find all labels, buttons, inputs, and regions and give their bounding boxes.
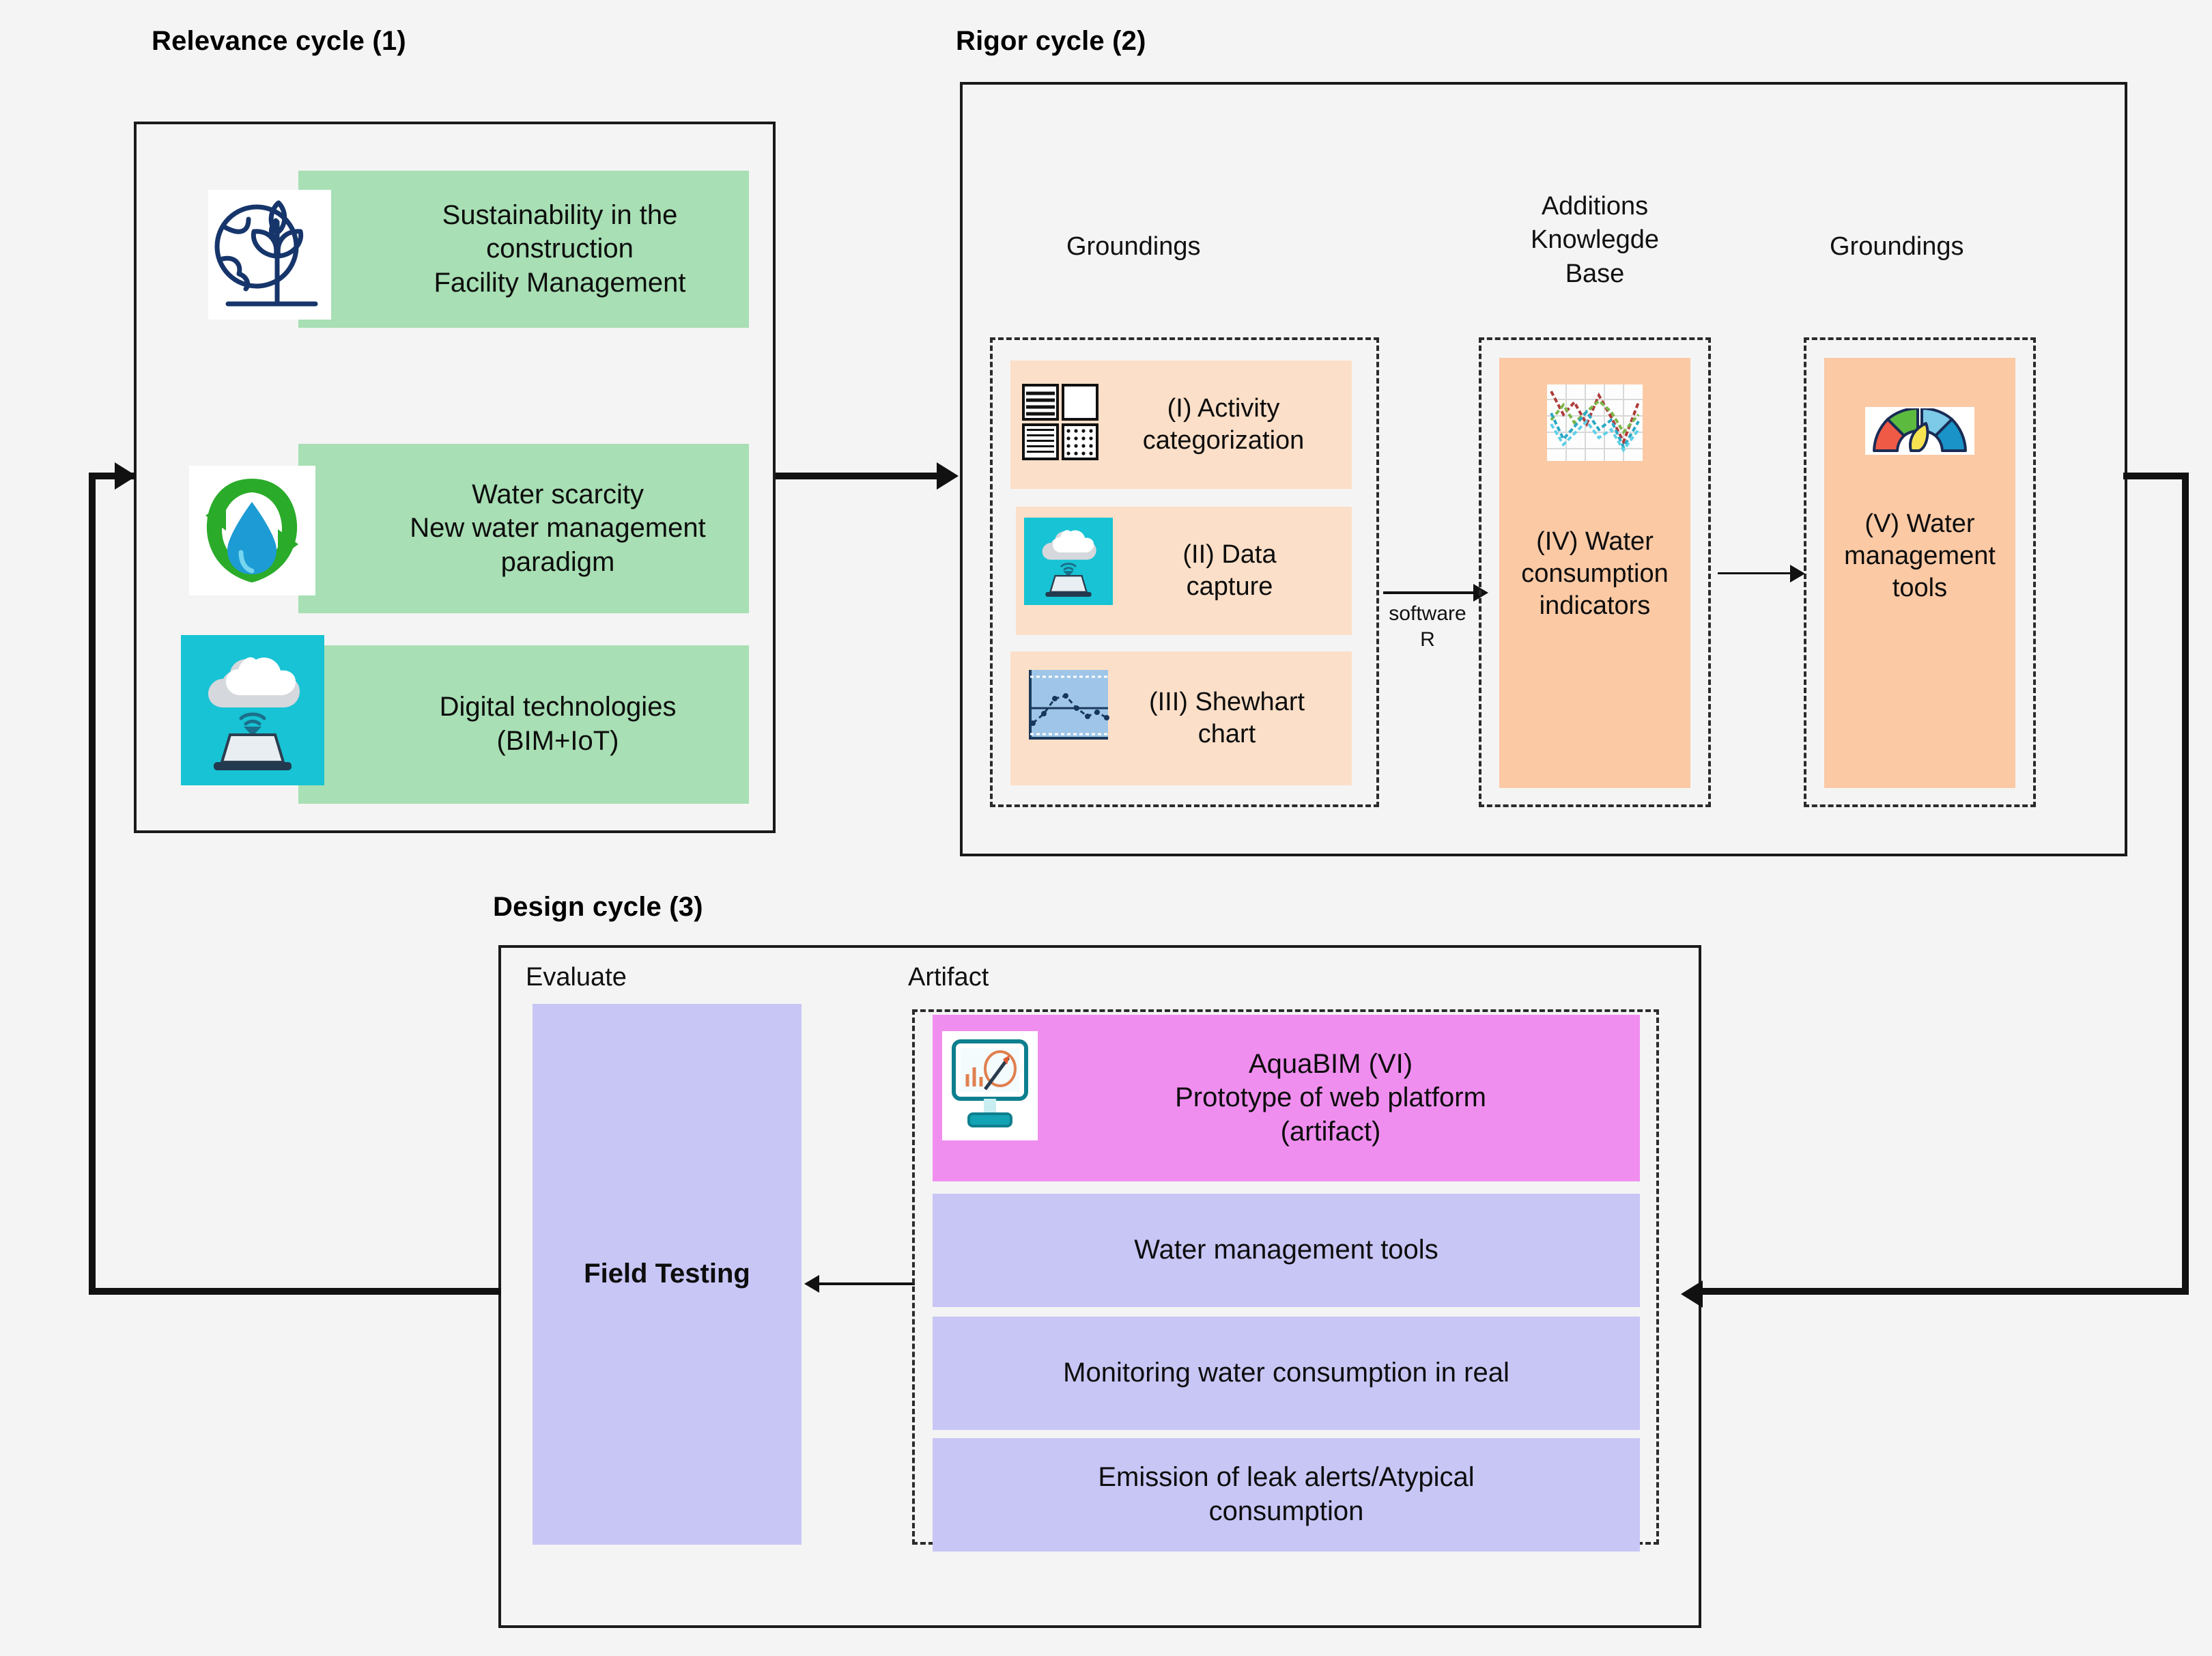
- relevance-card-sustainability-label: Sustainability in the construction Facil…: [434, 199, 686, 298]
- rigor-cycle-title: Rigor cycle (2): [956, 26, 1146, 56]
- design-card-water-management-tools-label: Water management tools: [1134, 1235, 1438, 1265]
- relevance-cycle-title: Relevance cycle (1): [152, 26, 406, 56]
- design-card-aquabim[interactable]: AquaBIM (VI) Prototype of web platform (…: [933, 1015, 1640, 1181]
- software-r-arrow-line: [1383, 591, 1475, 594]
- rigor-card-water-consumption-indicators[interactable]: (IV) Water consumption indicators: [1499, 358, 1690, 788]
- design-card-aquabim-label: AquaBIM (VI) Prototype of web platform (…: [1175, 1048, 1486, 1147]
- design-artifact-label: Artifact: [908, 963, 989, 992]
- water-recycle-droplet-icon: [189, 466, 315, 595]
- line-chart-indicators-icon: [1545, 382, 1645, 463]
- design-card-monitoring-consumption[interactable]: Monitoring water consumption in real: [933, 1317, 1640, 1430]
- gauge-dashboard-icon: [1865, 407, 1974, 455]
- kb-to-groundings-arrow-line: [1718, 572, 1793, 574]
- rigor-card-shewhart-chart-label: (III) Shewhart chart: [1148, 687, 1305, 748]
- shewhart-control-chart-icon: [1024, 664, 1114, 744]
- design-evaluate-label: Evaluate: [526, 963, 627, 992]
- design-cycle-title: Design cycle (3): [493, 892, 703, 922]
- design-card-water-management-tools[interactable]: Water management tools: [933, 1194, 1640, 1307]
- relevance-card-digital-technologies-label: Digital technologies (BIM+IoT): [439, 692, 677, 756]
- design-card-field-testing-label: Field Testing: [584, 1259, 750, 1289]
- cloud-laptop-data-capture-icon: [1024, 518, 1113, 605]
- rigor-card-water-management-tools[interactable]: (V) Water management tools: [1824, 358, 2015, 788]
- relevance-card-water-scarcity-label: Water scarcity New water management para…: [410, 479, 706, 577]
- right-loop-top-line: [2123, 473, 2189, 479]
- relevance-card-water-scarcity[interactable]: Water scarcity New water management para…: [298, 444, 749, 613]
- globe-plant-sustainability-icon: [208, 190, 331, 320]
- kb-to-groundings-arrow-head-icon: [1790, 565, 1805, 583]
- rigor-knowledge-base-label: Additions Knowlegde Base: [1530, 192, 1660, 288]
- design-card-field-testing[interactable]: Field Testing: [533, 1004, 802, 1545]
- left-loop-top-line: [89, 473, 135, 479]
- relevance-card-sustainability[interactable]: Sustainability in the construction Facil…: [298, 171, 749, 328]
- left-loop-vertical-line: [89, 473, 96, 1293]
- rigor-card-water-consumption-indicators-label: (IV) Water consumption indicators: [1521, 527, 1669, 621]
- monitor-analytics-aquabim-icon: [942, 1031, 1038, 1140]
- artifact-to-field-testing-arrow-line: [819, 1282, 915, 1285]
- rigor-card-water-management-tools-label: (V) Water management tools: [1844, 509, 1996, 603]
- rigor-card-activity-categorization-label: (I) Activity categorization: [1142, 393, 1305, 455]
- design-card-monitoring-consumption-label: Monitoring water consumption in real: [1063, 1358, 1509, 1388]
- rigor-card-data-capture-label: (II) Data capture: [1182, 539, 1277, 601]
- activity-grid-categorization-icon: [1019, 381, 1101, 464]
- rigor-knowledge-base-container: [1479, 337, 1711, 807]
- design-card-leak-alerts[interactable]: Emission of leak alerts/Atypical consump…: [933, 1438, 1640, 1552]
- rigor-groundings-left-container: [990, 337, 1379, 807]
- right-loop-arrow-head-icon: [1681, 1280, 1703, 1308]
- relevance-card-digital-technologies[interactable]: Digital technologies (BIM+IoT): [298, 645, 749, 804]
- design-card-leak-alerts-label: Emission of leak alerts/Atypical consump…: [1098, 1462, 1475, 1526]
- rigor-groundings-right-label: Groundings: [1830, 232, 1964, 261]
- relevance-to-rigor-arrow-line: [776, 473, 939, 479]
- left-loop-arrow-head-icon: [115, 462, 137, 490]
- right-loop-vertical-line: [2182, 473, 2189, 1293]
- software-r-label: software R: [1389, 602, 1466, 651]
- rigor-groundings-right-container: [1804, 337, 2036, 807]
- relevance-to-rigor-arrow-head-icon: [937, 462, 959, 490]
- artifact-to-field-testing-arrow-head-icon: [804, 1275, 819, 1293]
- rigor-groundings-left-label: Groundings: [1066, 232, 1201, 261]
- cloud-laptop-iot-icon: [181, 635, 324, 785]
- left-loop-bottom-line: [89, 1288, 501, 1295]
- right-loop-bottom-line: [1701, 1288, 2189, 1295]
